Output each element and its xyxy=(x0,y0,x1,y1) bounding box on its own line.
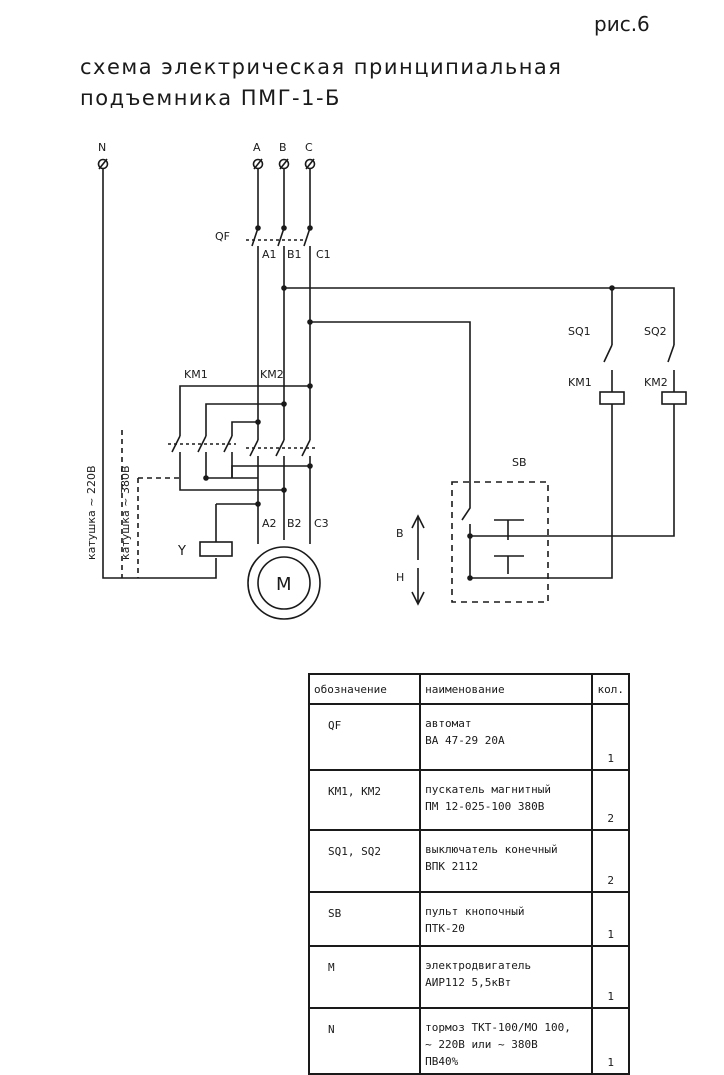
label-c1: C1 xyxy=(316,248,331,261)
label-coil-km2: KM2 xyxy=(644,376,668,389)
cell-qty: 2 xyxy=(591,769,630,831)
terminal-b xyxy=(278,158,290,170)
cell-designation: QF xyxy=(307,703,422,771)
label-coil-220: катушка ~ 220В xyxy=(85,465,98,560)
terminal-a xyxy=(252,158,264,170)
cell-designation: N xyxy=(307,1007,422,1075)
cell-designation: SQ1, SQ2 xyxy=(307,829,422,893)
cell-qty: 1 xyxy=(591,1007,630,1075)
header-name: наименование xyxy=(419,673,594,705)
table-header-row: обозначение наименование кол. xyxy=(307,673,630,705)
brake-coil-y xyxy=(199,541,233,557)
arrow-down xyxy=(411,568,425,606)
schematic: N A B C QF A1 B1 C1 KM1 KM2 A2 B2 C3 Y M… xyxy=(85,141,687,620)
motor-m xyxy=(247,546,321,620)
cell-qty: 1 xyxy=(591,703,630,771)
qf-breaker xyxy=(246,227,311,247)
label-qf: QF xyxy=(215,230,230,243)
figure-number: рис.6 xyxy=(594,12,650,36)
label-down: H xyxy=(396,571,404,584)
coil-km1 xyxy=(599,391,625,405)
spec-table: обозначение наименование кол. QF автомат… xyxy=(307,673,630,1075)
header-designation: обозначение xyxy=(307,673,422,705)
label-b2: B2 xyxy=(287,517,302,530)
label-a1: A1 xyxy=(262,248,277,261)
cell-designation: KM1, KM2 xyxy=(307,769,422,831)
arrow-up xyxy=(411,514,425,560)
cell-designation: M xyxy=(307,945,422,1009)
label-c3: C3 xyxy=(314,517,329,530)
sq2-limit-switch xyxy=(667,344,675,392)
sq1-limit-switch xyxy=(603,344,613,392)
label-sq2: SQ2 xyxy=(644,325,667,338)
cell-qty: 2 xyxy=(591,829,630,893)
label-sb: SB xyxy=(512,456,527,469)
label-terminal-a: A xyxy=(253,141,261,154)
label-y: Y xyxy=(177,544,186,559)
label-terminal-n: N xyxy=(98,141,106,154)
km1-contacts xyxy=(168,435,236,478)
label-coil-km1: KM1 xyxy=(568,376,592,389)
header-qty: кол. xyxy=(591,673,630,705)
sb-station-frame xyxy=(451,481,549,603)
label-up: B xyxy=(396,527,404,540)
control-bus-c xyxy=(310,321,471,482)
label-sq1: SQ1 xyxy=(568,325,591,338)
label-coil-380: катушка ~ 380В xyxy=(119,465,132,560)
km2-contacts xyxy=(246,439,316,520)
label-motor: M xyxy=(276,574,292,595)
label-terminal-c: C xyxy=(305,141,313,154)
label-a2: A2 xyxy=(262,517,277,530)
terminal-c xyxy=(304,158,316,170)
label-b1: B1 xyxy=(287,248,302,261)
control-bus-b xyxy=(284,287,613,345)
title-line-1: схема электрическая принципиальная xyxy=(80,55,563,79)
wire-n xyxy=(102,169,217,579)
label-terminal-b: B xyxy=(279,141,287,154)
cell-qty: 1 xyxy=(591,945,630,1009)
cell-designation: SB xyxy=(307,891,422,947)
coil-km2 xyxy=(661,391,687,405)
label-km2: KM2 xyxy=(260,368,284,381)
table-row: N тормоз ТКТ-100/МО 100,~ 220В или ~ 380… xyxy=(307,1007,630,1075)
label-km1: KM1 xyxy=(184,368,208,381)
title-line-2: подъемника ПМГ-1-Б xyxy=(80,86,341,110)
cell-qty: 1 xyxy=(591,891,630,947)
terminal-n xyxy=(97,158,109,170)
